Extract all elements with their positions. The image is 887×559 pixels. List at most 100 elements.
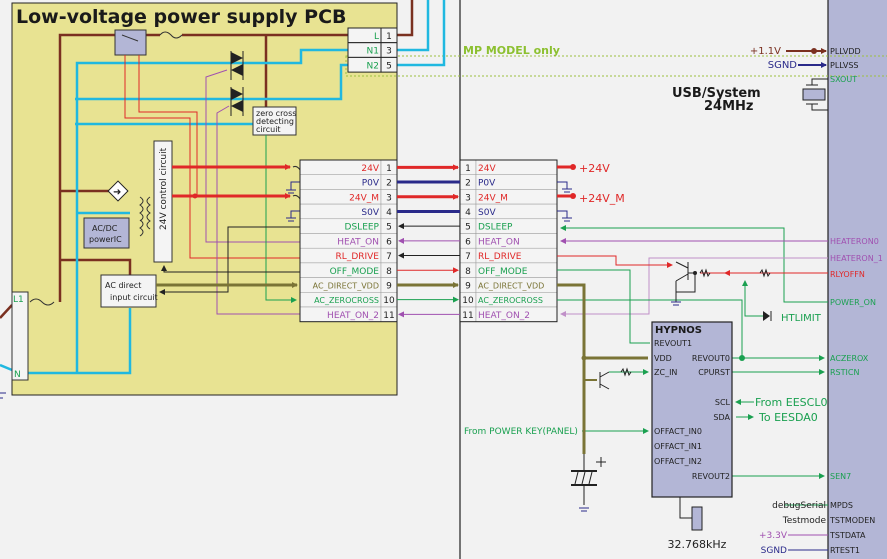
pin-mpds: MPDS <box>830 501 853 510</box>
internal-signal-wiring <box>124 55 300 315</box>
resistor-icon <box>759 268 771 278</box>
resistor-icon <box>620 367 632 377</box>
hypnos-pin-sda: SDA <box>713 413 730 422</box>
fuse-icon <box>292 165 301 200</box>
connector-pin-number: 11 <box>462 311 473 321</box>
ground-icon <box>579 507 589 512</box>
harness-wires <box>397 164 460 318</box>
hypnos-pin-zc_in: ZC_IN <box>654 368 677 377</box>
inlet-n-label: N <box>14 370 21 380</box>
acdc-label: AC/DC <box>92 224 118 233</box>
rail-dot <box>570 193 576 199</box>
arrow-icon: ➜ <box>113 187 121 198</box>
connector-pin-number: 4 <box>465 208 471 218</box>
connector-pin-number: 11 <box>383 311 394 321</box>
connector-pin-number: 4 <box>386 208 392 218</box>
connector-signal-label: HEAT_ON_2 <box>327 311 379 321</box>
hypnos-chip <box>651 321 733 498</box>
testmode-label: Testmode <box>782 516 827 526</box>
transistor-icon <box>599 371 610 390</box>
transformer-icon <box>139 196 151 237</box>
ac-direct-label: AC direct <box>105 281 141 290</box>
connector-signal-label: S0V <box>478 208 496 218</box>
ac-direct-input-circuit <box>100 274 157 308</box>
connector-pin-number: 8 <box>465 267 471 277</box>
fuse-icon <box>159 31 183 39</box>
connector-signal-label: OFF_MODE <box>478 267 528 277</box>
connector-pin-number: 10 <box>383 296 395 306</box>
ground-icon <box>286 181 300 194</box>
resistor-icon <box>699 268 711 278</box>
supply-1v1-label: +1.1V <box>750 46 781 57</box>
pin-heateron1: HEATERON_1 <box>830 254 883 263</box>
ac-connector-pin: 5 <box>386 61 392 71</box>
crystal-24mhz-icon <box>802 78 828 111</box>
ground-icon <box>286 210 300 222</box>
soc-title: 24MHz <box>704 99 753 114</box>
hypnos-pin-vdd: VDD <box>654 354 672 363</box>
pin-pllvss: PLLVSS <box>830 61 859 70</box>
zero-cross-circuit <box>252 106 297 136</box>
rail-dot <box>570 164 576 170</box>
connector-signal-label: AC_DIRECT_VDD <box>478 281 544 290</box>
pin-power-on: POWER_ON <box>830 298 876 307</box>
hypnos-pin-offact_in1: OFFACT_IN1 <box>654 442 702 451</box>
connector-signal-label: AC_ZEROCROSS <box>314 296 379 305</box>
eesda-label: To EESDA0 <box>758 411 818 424</box>
connector-signal-label: OFF_MODE <box>330 267 380 277</box>
ground-icon <box>557 210 572 222</box>
connector-signal-label: P0V <box>478 179 496 189</box>
soc-title: USB/System <box>672 86 761 101</box>
connector-signal-label: DSLEEP <box>478 223 513 233</box>
connector-pin-number: 2 <box>465 179 471 189</box>
rail-24vm-label: +24V_M <box>579 192 625 205</box>
eescl-label: From EESCL0 <box>755 396 827 409</box>
hypnos-pin-cpurst: CPURST <box>698 368 730 377</box>
hypnos-title: HYPNOS <box>655 325 702 336</box>
hypnos-pin-revout2: REVOUT2 <box>692 472 730 481</box>
connector-pin-number: 6 <box>386 237 392 247</box>
connector-pin-number: 3 <box>465 193 471 203</box>
connector-signal-label: 24V_M <box>349 193 379 203</box>
debug-serial-label: debugSerial <box>772 501 826 511</box>
relay-contact <box>121 34 139 42</box>
connector-signal-label: AC_DIRECT_VDD <box>313 281 379 290</box>
connector-pin-number: 1 <box>465 164 471 174</box>
connector-signal-label: RL_DRIVE <box>478 252 522 262</box>
ground-icon <box>0 392 6 399</box>
fuse-icon <box>29 298 55 306</box>
ac-connector-pin: 1 <box>386 32 392 42</box>
connector-pin-number: 9 <box>386 281 392 291</box>
connector-signal-label: HEAT_ON_2 <box>478 311 530 321</box>
wire-n1-out <box>397 0 430 52</box>
pin-tstdata: TSTDATA <box>829 531 866 540</box>
ac-connector-pin-cell <box>380 56 398 73</box>
supply-3v3-label: +3.3V <box>759 531 788 541</box>
ac-connector-pin: 3 <box>386 47 392 57</box>
mp-model-label: MP MODEL only <box>463 44 560 57</box>
relay-switch-icon <box>114 29 147 56</box>
soc-block <box>827 0 887 559</box>
pin-aczerox: ACZEROX <box>830 354 869 363</box>
connector-signal-label: HEAT_ON <box>337 237 379 247</box>
connector-signal-label: DSLEEP <box>345 223 380 233</box>
sgnd-label: SGND <box>768 60 798 71</box>
main-board-wiring <box>557 225 828 551</box>
acdc-power-ic <box>83 217 130 249</box>
connector-pin-number: 1 <box>386 164 392 174</box>
pin-rlyoffn: RLYOFFN <box>830 270 865 279</box>
triac-icon <box>230 51 244 80</box>
inlet-l1-label: L1 <box>13 295 24 305</box>
connector-signal-label: AC_ZEROCROSS <box>478 296 543 305</box>
junction-dot <box>192 193 198 199</box>
hypnos-left-pins: REVOUT1VDDZC_INOFFACT_IN0OFFACT_IN1OFFAC… <box>654 339 702 466</box>
hypnos-pin-offact_in0: OFFACT_IN0 <box>654 427 702 436</box>
pin-sen7: SEN7 <box>830 472 851 481</box>
connector-pin-number: 3 <box>386 193 392 203</box>
acdc-label: powerIC <box>89 235 122 244</box>
bridge-rectifier-icon <box>107 180 129 202</box>
capacitor-icon <box>571 454 606 505</box>
